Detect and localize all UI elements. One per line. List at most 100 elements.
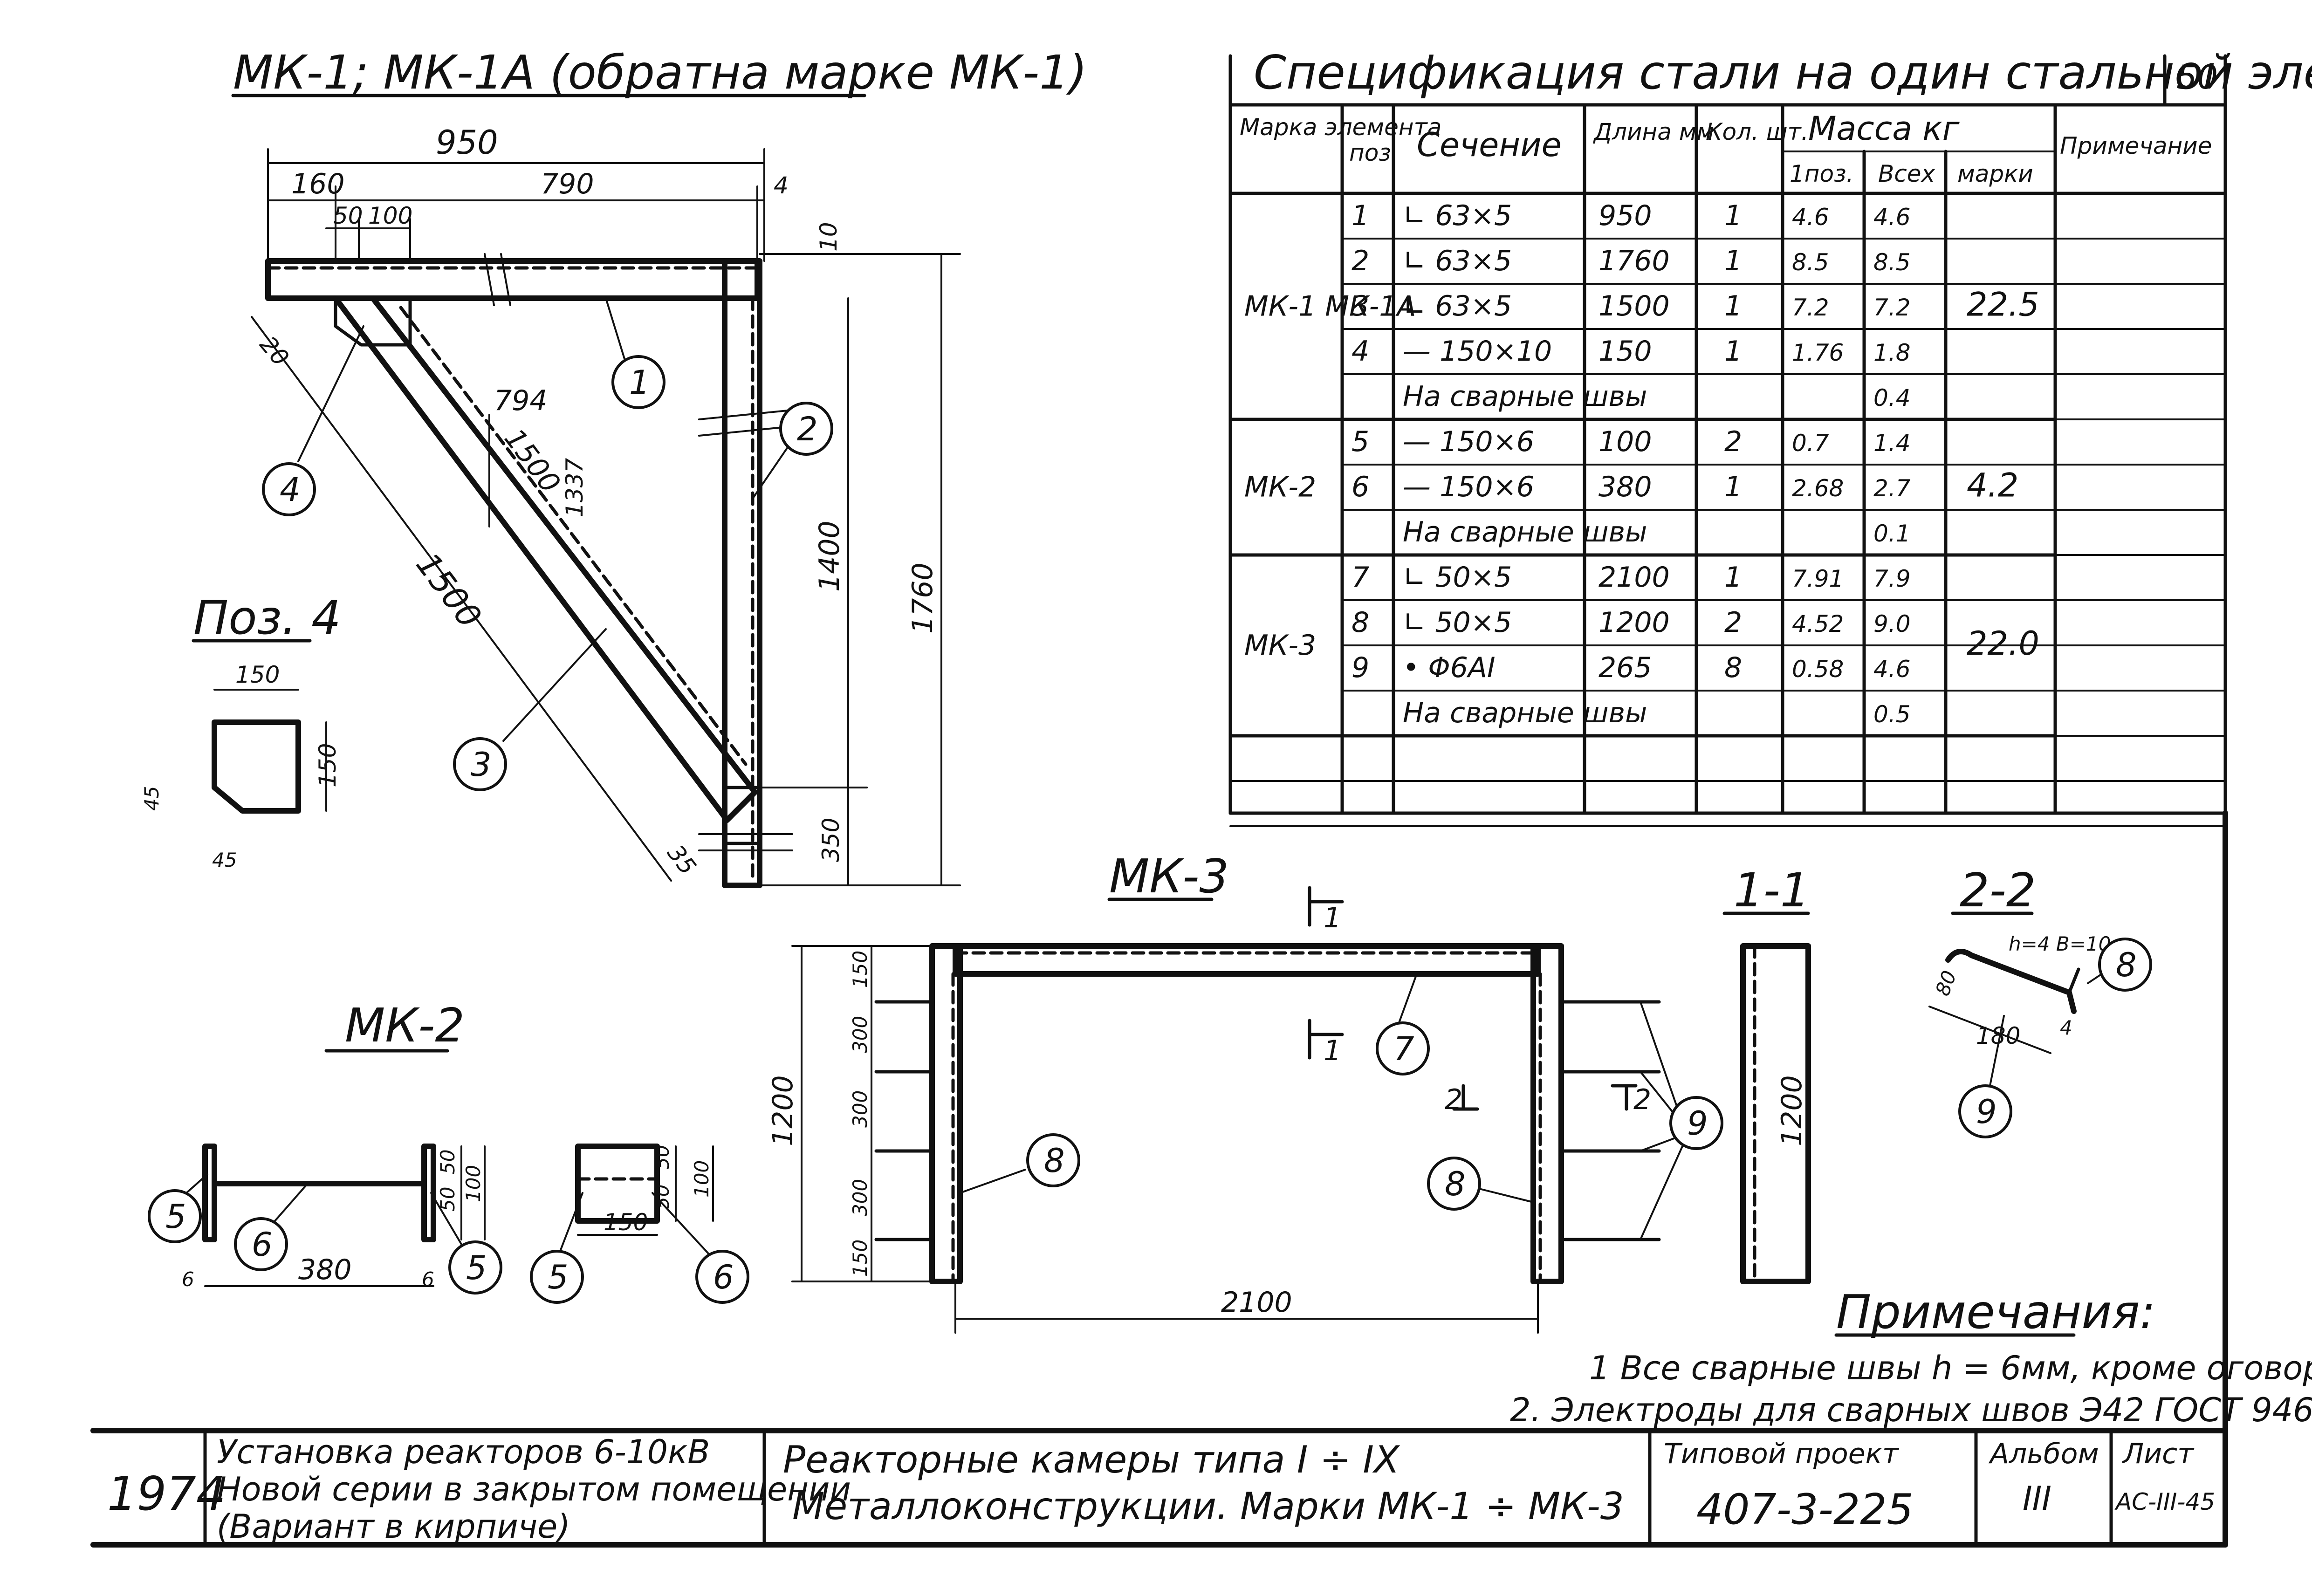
spec-cell-mass-marka: 4.2 (1967, 466, 2018, 505)
mk3-dim-2100: 2100 (1221, 1286, 1292, 1319)
title-block-tip-label: Типовой проект (1664, 1438, 1900, 1470)
spec-cell-mass-marka: 22.5 (1967, 286, 2039, 324)
poz4-dim-width: 150 (235, 661, 280, 688)
spec-table: Спецификация стали на один стальной элем… (1228, 45, 2312, 827)
spec-h-poz: поз (1349, 139, 1391, 166)
spec-cell-mass-all: 0.1 (1873, 520, 1911, 547)
spec-cell-qty: 2 (1724, 606, 1742, 639)
poz4-drawing: Поз. 4 150 150 45 45 (140, 590, 341, 871)
mk3-dim-150-top: 150 (849, 951, 871, 988)
mk1-brace-hidden-edge (399, 306, 748, 766)
spec-h-dlina: Длина мм (1593, 118, 1714, 145)
spec-cell-marka: МК-2 (1244, 471, 1316, 504)
poz4-title: Поз. 4 (193, 590, 341, 645)
mk2-plate-right (421, 1144, 436, 1242)
spec-page-number: 50 (2176, 58, 2218, 96)
spec-cell-qty: 2 (1724, 425, 1742, 458)
mk3-dim-150-bottom: 150 (849, 1240, 871, 1277)
mk1-marker-label: 1 (629, 363, 650, 402)
spec-cell-qty: 1 (1724, 471, 1742, 503)
spec-cell-marka: МК-3 (1244, 629, 1316, 662)
section22-dim-line (1928, 1006, 2051, 1054)
mk2-side-view (575, 1144, 660, 1224)
mk2-dim-50-c: 50 (651, 1145, 673, 1170)
section11-dim: 1200 (1776, 1075, 1808, 1146)
spec-cell-poz: 1 (1352, 199, 1369, 232)
spec-cell-qty: 8 (1724, 651, 1742, 684)
spec-title: Спецификация стали на один стальной элем… (1254, 45, 2312, 100)
spec-cell-mass-all: 9.0 (1873, 610, 1911, 637)
spec-cell-length: 1760 (1599, 245, 1670, 277)
spec-cell-mass-each: 0.7 (1792, 430, 1829, 457)
mk1-dim-1500-inner: 1500 (498, 423, 567, 499)
mk2-marker (234, 1217, 288, 1271)
spec-h-mpoz: 1поз. (1790, 160, 1854, 187)
mk1-marker (453, 737, 507, 791)
mk1-dim-1400: 1400 (813, 521, 846, 592)
section11-title: 1-1 (1734, 863, 1810, 918)
mk1-dim-350: 350 (817, 818, 844, 862)
mk2-drawing: МК-2 380 6 6 50 50 100 150 50 50 100 5 6… (148, 998, 749, 1304)
spec-cell-poz: 5 (1352, 425, 1369, 458)
spec-cell-length: 1200 (1599, 606, 1670, 639)
mk3-marker-label: 7 (1393, 1030, 1414, 1068)
spec-cell-length: 950 (1599, 199, 1652, 232)
section11-drawing: 1-1 1200 (1722, 863, 1811, 1284)
mk2-dim-50-d: 50 (651, 1185, 673, 1209)
mk3-leader (959, 1169, 1026, 1194)
mk1-marker-label: 4 (280, 471, 301, 509)
mk2-dim-380: 380 (298, 1254, 352, 1286)
mk1-bottom-gusset (723, 786, 762, 845)
mk3-leader (1640, 1145, 1683, 1240)
spec-h-prim: Примечание (2060, 132, 2212, 159)
mk1-marker-label: 3 (471, 746, 492, 784)
mk3-marker-label: 9 (1687, 1104, 1708, 1143)
spec-cell-section: — 150×6 (1403, 471, 1534, 503)
spec-cell-mass-each: 4.52 (1792, 610, 1844, 637)
notes-title: Примечания: (1836, 1285, 2155, 1339)
section22-dim-80: 80 (1931, 967, 1961, 999)
spec-cell-poz: 4 (1352, 335, 1369, 368)
mk2-marker (695, 1250, 749, 1304)
mk3-drawing: МК-3 150 300 300 300 150 1200 (767, 849, 1723, 1334)
mk2-marker (448, 1240, 502, 1295)
spec-cell-section: — 150×6 (1403, 425, 1534, 458)
mk3-section-mark-2: 2 (1633, 1083, 1651, 1116)
mk1-dim-100: 100 (368, 202, 412, 229)
title-block-title-line1: Реакторные камеры типа I ÷ IX (783, 1438, 1400, 1481)
title-block-album-label: Альбом (1988, 1438, 2099, 1470)
notes-item-1: 1 Все сварные швы h = 6мм, кроме оговоре… (1589, 1349, 2312, 1387)
mk3-leader (1397, 973, 1418, 1026)
spec-cell-marka: МК-1 МК-1А (1244, 290, 1416, 323)
spec-h-kol: Кол. шт. (1706, 118, 1809, 145)
section22-leader (1989, 1015, 2005, 1087)
mk3-leader (1640, 1136, 1679, 1152)
spec-cell-section: На сварные швы (1403, 380, 1647, 413)
mk1-vertical-post (722, 258, 762, 888)
mk3-leader (1640, 1071, 1679, 1119)
spec-grid (1228, 238, 2226, 827)
mk1-leader (502, 628, 607, 742)
spec-h-massa: Масса кг (1808, 110, 1960, 148)
spec-cell-qty: 1 (1724, 245, 1742, 277)
mk1-break-line (484, 253, 495, 306)
mk1-dim-790: 790 (541, 168, 594, 200)
mk2-leader (558, 1192, 583, 1254)
spec-cell-length: 265 (1599, 651, 1652, 684)
spec-cell-section: — 150×10 (1403, 335, 1552, 368)
title-block-list-value: АС-III-45 (2114, 1488, 2215, 1515)
spec-cell-length: 380 (1599, 471, 1652, 503)
mk1-dim-1500-diag: 1500 (408, 546, 489, 635)
mk1-title: МК-1; МК-1А (обратна марке МК-1) (233, 45, 1087, 100)
mk1-dim-35: 35 (662, 840, 701, 880)
mk1-diag-dim-line (251, 316, 672, 882)
notes: Примечания: 1 Все сварные швы h = 6мм, к… (1510, 1285, 2312, 1429)
mk2-leader (430, 1192, 462, 1245)
mk1-marker (779, 402, 833, 456)
spec-cell-mass-all: 1.8 (1873, 339, 1911, 366)
spec-cell-mass-all: 7.2 (1873, 294, 1911, 321)
mk2-marker-label: 6 (713, 1258, 734, 1296)
spec-cell-mass-all: 0.5 (1873, 701, 1911, 728)
spec-cell-section: ∟ 63×5 (1403, 245, 1512, 277)
